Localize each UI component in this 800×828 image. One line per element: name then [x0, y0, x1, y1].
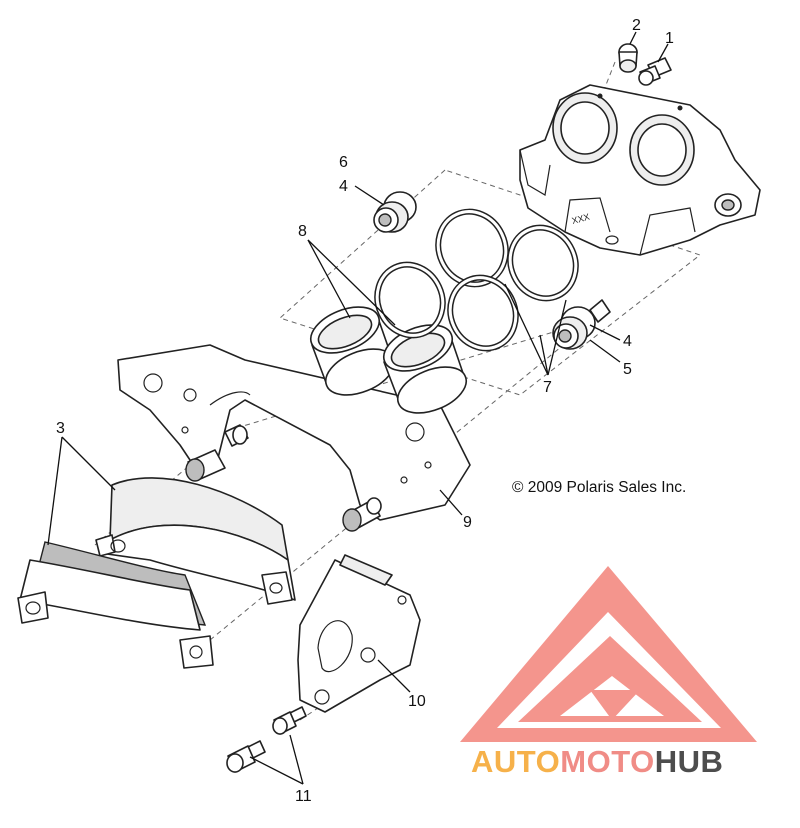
bracket-pin-upper — [185, 424, 249, 482]
callout-5: 5 — [623, 361, 632, 378]
bolt-upper — [272, 706, 307, 735]
seal-rings — [374, 208, 579, 352]
bracket-clip — [297, 554, 421, 713]
brake-pad-inner — [95, 477, 296, 605]
callout-6: 6 — [339, 154, 348, 171]
callout-9: 9 — [463, 514, 472, 531]
callout-7: 7 — [543, 379, 552, 396]
slide-boot-left — [373, 191, 417, 233]
bleeder-valve — [638, 57, 672, 86]
slide-boot-right — [552, 299, 611, 350]
callout-11: 11 — [295, 788, 312, 805]
piston-right — [382, 324, 468, 414]
leader-lines — [47, 31, 669, 785]
callout-labels: 1 2 3 4 4 5 6 7 8 9 10 11 — [56, 17, 674, 805]
watermark-logo — [460, 566, 757, 742]
callout-1: 1 — [665, 30, 674, 47]
callout-8: 8 — [298, 223, 307, 240]
callout-10: 10 — [408, 693, 426, 710]
callout-3: 3 — [56, 420, 65, 437]
bolt-lower — [226, 740, 266, 773]
callout-4-left: 4 — [339, 178, 348, 195]
piston-left — [309, 306, 396, 396]
watermark-auto: AUTO — [471, 744, 560, 779]
callout-2: 2 — [632, 17, 641, 34]
bracket-pin-lower — [342, 497, 382, 532]
copyright-text: © 2009 Polaris Sales Inc. — [512, 479, 686, 496]
caliper-mark: XXX — [571, 212, 591, 226]
watermark-moto: MOTO — [560, 744, 654, 779]
callout-4-right: 4 — [623, 333, 632, 350]
caliper-body: XXX — [519, 84, 761, 256]
brake-pad-outer — [17, 541, 214, 669]
watermark-hub: HUB — [655, 744, 724, 779]
bleeder-cap — [618, 43, 638, 73]
watermark-wordmark: AUTOMOTOHUB — [471, 744, 723, 779]
